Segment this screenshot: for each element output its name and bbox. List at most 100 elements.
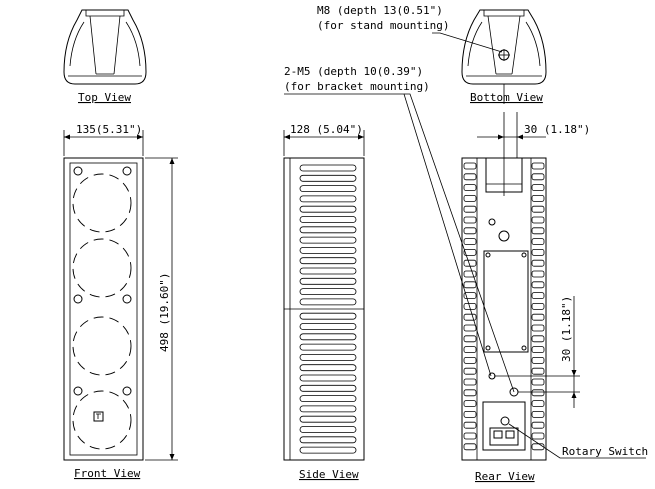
rear-fin	[463, 335, 477, 343]
rear-fin	[531, 356, 545, 364]
height-dimension: 498 (19.60")	[158, 273, 171, 352]
rear-fin	[531, 270, 545, 278]
side-slot	[299, 333, 357, 341]
rear-fin	[463, 421, 477, 429]
rear-offset-h-dimension: 30 (1.18")	[524, 123, 590, 136]
rear-offset-v-dimension: 30 (1.18")	[560, 296, 573, 362]
mounting-plate	[483, 250, 529, 353]
rear-fin	[463, 356, 477, 364]
rear-fin	[531, 248, 545, 256]
rear-fin	[463, 410, 477, 418]
side-slot	[299, 277, 357, 285]
side-slot	[299, 436, 357, 444]
side-slot	[299, 323, 357, 330]
rear-fin	[531, 378, 545, 386]
rear-fin	[463, 367, 477, 375]
rear-fin	[463, 227, 477, 235]
front-width-dimension: 135(5.31")	[76, 123, 142, 136]
rear-fin	[531, 400, 545, 408]
logo-badge	[93, 411, 104, 422]
m8-label: M8 (depth 13(0.51")	[317, 4, 443, 17]
side-slot	[299, 195, 357, 203]
rear-view: 30 (1.18") 30 (1.18") Rotary Switch Rear…	[461, 112, 648, 483]
side-slot	[299, 405, 357, 413]
side-slot	[299, 164, 357, 172]
top-view-label: Top View	[78, 91, 131, 104]
side-slot	[299, 174, 357, 182]
rear-fin	[463, 194, 477, 202]
rear-fin	[463, 378, 477, 386]
side-slot	[299, 384, 357, 392]
side-slot	[299, 205, 357, 213]
rear-fin	[463, 292, 477, 300]
rear-fin	[531, 346, 545, 354]
bottom-view: Bottom View	[461, 9, 547, 104]
rear-fin	[463, 346, 477, 354]
rear-fin	[531, 173, 545, 181]
rear-fin	[463, 400, 477, 408]
side-slot	[299, 246, 357, 254]
rear-fin	[463, 432, 477, 440]
rear-fin	[531, 238, 545, 246]
rear-fin	[531, 259, 545, 267]
rear-fin	[531, 194, 545, 202]
rear-fin	[463, 313, 477, 321]
rear-fin	[463, 205, 477, 213]
rear-fin	[531, 162, 545, 170]
side-slot	[299, 415, 357, 423]
rear-fin	[531, 281, 545, 289]
rear-fin	[531, 292, 545, 300]
m8-callout: M8 (depth 13(0.51") (for stand mounting)	[317, 4, 503, 53]
side-slot	[299, 426, 357, 433]
rear-fin	[531, 421, 545, 429]
rear-fin	[531, 410, 545, 418]
m5-sub-label: (for bracket mounting)	[284, 80, 430, 93]
rotary-switch-label: Rotary Switch	[562, 445, 648, 458]
rotary-switch	[500, 416, 510, 426]
side-slot	[299, 298, 357, 306]
side-view: 128 (5.04") Side View	[283, 123, 365, 481]
rear-fin	[463, 248, 477, 256]
rear-fin	[463, 259, 477, 267]
rear-fin	[463, 443, 477, 451]
rear-fin	[531, 313, 545, 321]
side-depth-dimension: 128 (5.04")	[290, 123, 363, 136]
side-slot	[299, 267, 357, 275]
side-slot	[299, 353, 357, 361]
side-slot	[299, 446, 357, 454]
rear-fin	[531, 302, 545, 310]
rear-fin	[463, 389, 477, 397]
rear-fin	[531, 443, 545, 451]
rear-fin	[531, 184, 545, 192]
side-slot	[299, 257, 357, 265]
side-slot	[299, 312, 357, 320]
front-view: 135(5.31") 498 (19.60") Front View	[63, 123, 178, 480]
m5-callout: 2-M5 (depth 10(0.39") (for bracket mount…	[284, 65, 515, 393]
rear-fin	[463, 184, 477, 192]
rear-fin	[531, 216, 545, 224]
side-view-label: Side View	[299, 468, 359, 481]
rear-fin	[463, 302, 477, 310]
rear-fin	[531, 389, 545, 397]
side-slot	[299, 374, 357, 382]
side-slot	[299, 226, 357, 234]
rear-view-label: Rear View	[475, 470, 535, 483]
side-slot	[299, 185, 357, 193]
side-slot	[299, 216, 357, 223]
m8-sub-label: (for stand mounting)	[317, 19, 449, 32]
side-slot	[299, 395, 357, 403]
rear-fin	[463, 238, 477, 246]
bottom-view-label: Bottom View	[470, 91, 543, 104]
terminal-block	[489, 427, 519, 446]
m5-label: 2-M5 (depth 10(0.39")	[284, 65, 423, 78]
rear-fin	[531, 227, 545, 235]
rear-fin	[531, 367, 545, 375]
rear-fin	[463, 162, 477, 170]
rear-fin	[531, 205, 545, 213]
rear-fin	[463, 324, 477, 332]
front-view-label: Front View	[74, 467, 141, 480]
rear-fin	[463, 173, 477, 181]
rear-fin	[463, 216, 477, 224]
side-slot	[299, 343, 357, 351]
